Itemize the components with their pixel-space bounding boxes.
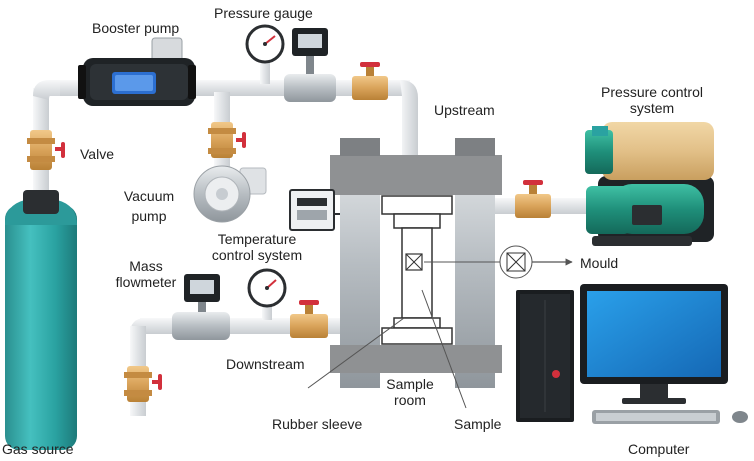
gas-source-cylinder bbox=[5, 190, 77, 450]
sample-leader bbox=[421, 289, 467, 409]
flowmeter-top bbox=[284, 28, 336, 102]
label-pressure-control-line2: system bbox=[629, 100, 675, 116]
label-sample-room-line2: room bbox=[394, 392, 426, 408]
label-valve: Valve bbox=[80, 146, 114, 162]
computer-monitor bbox=[580, 284, 728, 404]
press-frame bbox=[330, 138, 502, 388]
valve-vacuum-branch bbox=[208, 122, 246, 158]
label-mass-flowmeter: Mass flowmeter bbox=[108, 258, 184, 290]
label-booster-pump: Booster pump bbox=[92, 20, 180, 36]
label-upstream: Upstream bbox=[434, 102, 495, 118]
pressure-control-system bbox=[585, 122, 714, 246]
valve-bottom-left bbox=[124, 366, 162, 402]
label-sample-room: Sample room bbox=[380, 376, 440, 408]
keyboard bbox=[592, 410, 748, 424]
pipe-network bbox=[33, 62, 595, 416]
valve-left bbox=[27, 130, 65, 170]
label-sample: Sample bbox=[454, 416, 502, 432]
rubber-sleeve-leader bbox=[307, 317, 405, 389]
label-pressure-gauge: Pressure gauge bbox=[214, 5, 313, 21]
label-temperature-control-system: Temperature control system bbox=[202, 231, 312, 263]
mould-callout bbox=[424, 245, 573, 279]
valve-downstream bbox=[290, 300, 328, 338]
valve-upstream bbox=[352, 62, 388, 100]
label-sample-room-line1: Sample bbox=[386, 376, 434, 392]
label-vacuum-pump: Vacuum pump bbox=[114, 188, 184, 224]
label-mould: Mould bbox=[580, 255, 619, 271]
valve-right bbox=[515, 180, 551, 218]
label-rubber-sleeve: Rubber sleeve bbox=[272, 416, 363, 432]
flowmeter-bottom bbox=[172, 274, 230, 340]
temperature-control-unit bbox=[289, 189, 340, 231]
label-temperature-line1: Temperature bbox=[217, 231, 297, 247]
label-temperature-line2: control system bbox=[211, 247, 303, 263]
pressure-gauge-bottom bbox=[247, 268, 287, 308]
label-mass-line1: Mass bbox=[129, 258, 163, 274]
vacuum-pump bbox=[193, 165, 267, 223]
booster-pump bbox=[78, 37, 196, 106]
pressure-gauge-top bbox=[245, 24, 285, 64]
label-downstream: Downstream bbox=[226, 356, 305, 372]
label-pressure-control-line1: Pressure control bbox=[601, 84, 703, 100]
sample-room bbox=[381, 195, 453, 345]
label-computer: Computer bbox=[628, 441, 690, 457]
label-mass-line2: flowmeter bbox=[115, 274, 177, 290]
label-vacuum-line1: Vacuum bbox=[123, 188, 175, 204]
label-gas-source: Gas source bbox=[2, 441, 74, 457]
label-pressure-control-system: Pressure control system bbox=[592, 84, 712, 116]
computer-tower bbox=[516, 290, 574, 422]
label-vacuum-line2: pump bbox=[131, 208, 167, 224]
